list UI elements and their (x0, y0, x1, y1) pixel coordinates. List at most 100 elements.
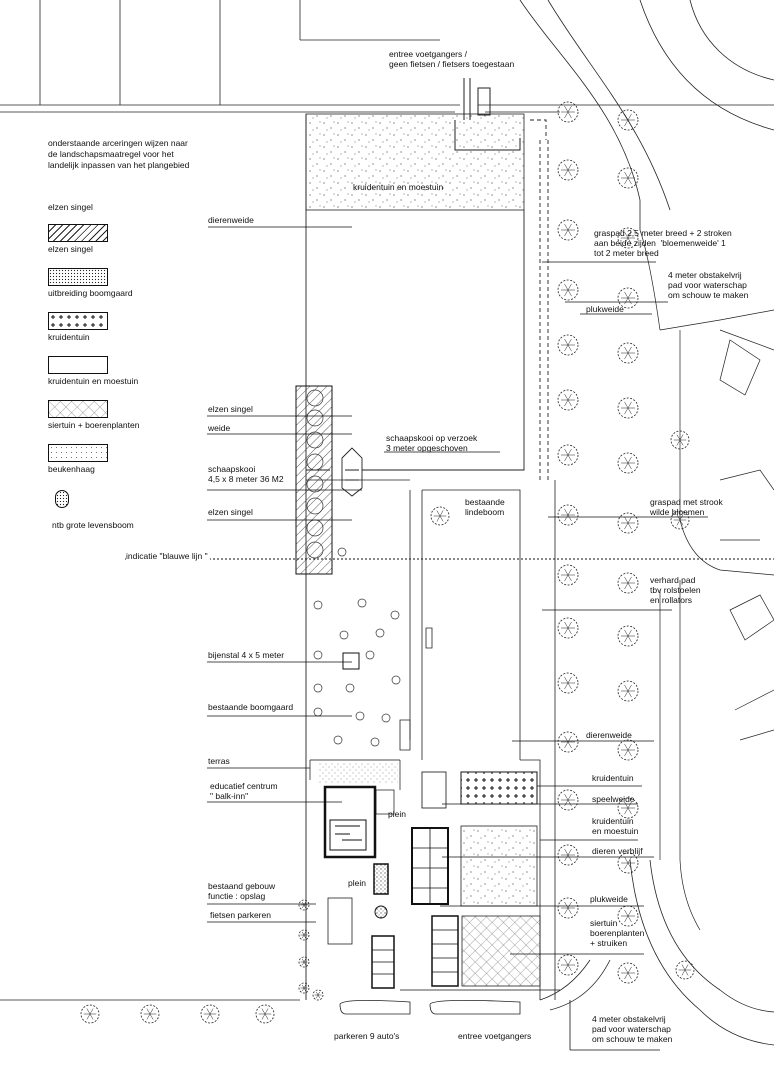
label-speelweide: speelweide (592, 794, 635, 804)
legend-label-kruidentuin: kruidentuin (48, 332, 90, 342)
legend-swatch-levensboom (55, 490, 69, 508)
label-leaders (207, 226, 708, 1051)
tree-symbol (557, 389, 579, 411)
label-parkeren: parkeren 9 auto's (334, 1031, 400, 1041)
tree-symbol (617, 852, 639, 874)
tree-symbol (557, 159, 579, 181)
plein-small-building (373, 863, 389, 895)
label-kruidentuin-right: kruidentuin (592, 773, 634, 783)
label-obstakelvrij-bottom: 4 meter obstakelvrij pad voor waterschap… (592, 1014, 673, 1044)
levensboom (374, 905, 388, 919)
tree-symbol (617, 962, 639, 984)
label-plukweide-top: plukweide (586, 304, 624, 314)
legend-label-beukenhaag: beukenhaag (48, 464, 95, 474)
tree-symbol (557, 789, 579, 811)
legend-label-levensboom: ntb grote levensboom (52, 520, 134, 530)
legend-label-kruidentuin-moestuin: kruidentuin en moestuin (48, 376, 139, 386)
legend-swatch-siertuin (48, 400, 108, 418)
tree-symbol (617, 680, 639, 702)
tree-symbol (255, 1004, 275, 1024)
tree-symbol (557, 334, 579, 356)
label-graspad-strook: graspad met strook wilde bloemen (650, 497, 723, 517)
label-blauwe-lijn: indicatie "blauwe lijn " (126, 551, 210, 561)
tree-symbol (617, 287, 639, 309)
bijenstal-shape (342, 652, 360, 670)
terras-area (318, 762, 398, 784)
tree-symbol (617, 572, 639, 594)
label-elzen-singel-2: elzen singel (208, 507, 253, 517)
dashed-paths (530, 119, 549, 480)
kruidentuin-moestuin-top-area (305, 113, 525, 211)
legend-label-uitbreiding-boomgaard: uitbreiding boomgaard (48, 288, 133, 298)
legend-swatch-elzen-singel (48, 224, 108, 242)
tree-symbol (675, 960, 695, 980)
tree-symbol (298, 899, 310, 911)
tree-symbol (617, 797, 639, 819)
tree-symbol (557, 617, 579, 639)
tree-symbol (557, 504, 579, 526)
tree-symbol (557, 101, 579, 123)
legend-swatch-kruidentuin (48, 312, 108, 330)
label-weide: weide (208, 423, 231, 433)
label-terras: terras (208, 756, 230, 766)
schaapskooi-shape (341, 447, 363, 497)
kruidentuin-right-area (460, 771, 538, 805)
stal-block (431, 915, 459, 987)
label-obstakelvrij-top: 4 meter obstakelvrij pad voor waterschap… (668, 270, 749, 300)
tree-row (80, 101, 695, 1024)
label-dierenweide-right: dierenweide (586, 730, 632, 740)
legend-label-elzen-singel: elzen singel (48, 244, 93, 254)
label-plein-2: plein (348, 878, 366, 888)
tree-symbol (557, 954, 579, 976)
label-bijenstal: bijenstal 4 x 5 meter (208, 650, 285, 660)
neighborhood (639, 229, 774, 931)
label-graspad: graspad 2,5 meter breed + 2 stroken aan … (594, 228, 732, 258)
tree-symbol (298, 956, 310, 968)
tree-symbol (617, 167, 639, 189)
tree-symbol (80, 1004, 100, 1024)
label-plukweide-bottom: plukweide (590, 894, 628, 904)
tree-symbol (298, 929, 310, 941)
label-dierenweide-left: dierenweide (208, 215, 254, 225)
legend-swatch-kruidentuin-moestuin (48, 356, 108, 374)
tree-symbol (430, 506, 450, 526)
tree-symbol (617, 625, 639, 647)
label-bestaande-boomgaard: bestaande boomgaard (208, 702, 294, 712)
label-schaapskooi: schaapskooi 4,5 x 8 meter 36 M2 (208, 464, 284, 484)
label-bestaand-gebouw: bestaand gebouw functie : opslag (208, 881, 276, 901)
educatief-centrum (309, 759, 401, 859)
label-verhard-pad: verhard pad tbv rolstoelen en rollators (650, 575, 701, 605)
tree-symbol (617, 342, 639, 364)
tree-symbol (557, 219, 579, 241)
label-siertuin: siertuin boerenplanten + struiken (590, 918, 645, 948)
tree-symbol (617, 512, 639, 534)
label-educatief: educatief centrum " balk-inn" (210, 781, 278, 801)
label-bestaande-lindeboom: bestaande lindeboom (465, 497, 505, 517)
tree-symbol (312, 989, 324, 1001)
label-entree-bottom: entree voetgangers (458, 1031, 532, 1041)
legend-swatch-uitbreiding-boomgaard (48, 268, 108, 286)
legend-intro: onderstaande arceringen wijzen naar de l… (48, 138, 190, 170)
label-elzen-singel-1: elzen singel (208, 404, 253, 414)
tree-symbol (557, 844, 579, 866)
tree-symbol (200, 1004, 220, 1024)
legend-label-siertuin: siertuin + boerenplanten (48, 420, 140, 430)
tree-symbol (140, 1004, 160, 1024)
siertuin-area (461, 915, 541, 987)
label-plein-1: plein (388, 809, 406, 819)
tree-symbol (557, 731, 579, 753)
tree-symbol (557, 444, 579, 466)
dieren-verblijf-building (411, 771, 449, 905)
tree-symbol (617, 397, 639, 419)
tree-symbol (557, 564, 579, 586)
tree-symbol (617, 452, 639, 474)
bestaand-gebouw-shape (327, 897, 353, 945)
boomgaard-trees (306, 389, 401, 747)
label-kruidentuin-moestuin-right: kruidentuin en moestuin (592, 816, 639, 836)
label-dieren-verblijf: dieren verblijf (592, 846, 643, 856)
tree-symbol (617, 227, 639, 249)
bottom-road (0, 859, 774, 1046)
legend-swatch-beukenhaag (48, 444, 108, 462)
